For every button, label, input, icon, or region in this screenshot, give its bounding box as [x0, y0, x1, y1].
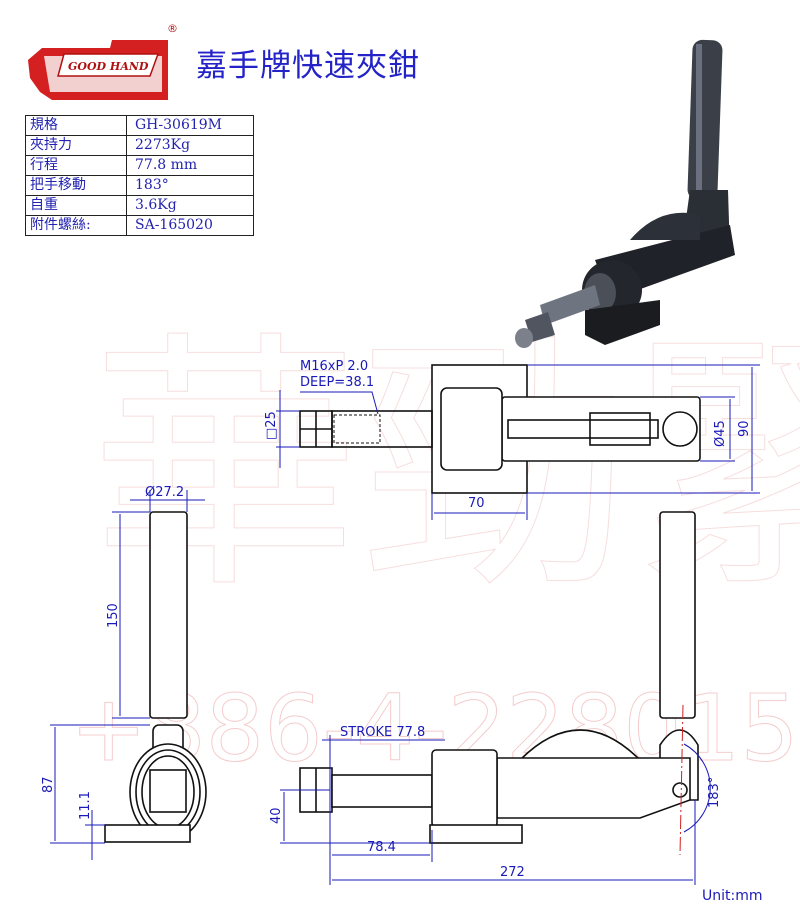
side-view — [299, 511, 699, 844]
width-70-label: 70 — [468, 496, 485, 511]
spec-value: 77.8 mm — [126, 155, 254, 176]
table-row: 附件螺絲:SA-165020 — [25, 215, 254, 236]
spec-value: 183° — [126, 175, 254, 196]
spec-value: GH-30619M — [126, 115, 254, 136]
spec-label: 把手移動 — [25, 175, 127, 196]
product-image — [515, 39, 735, 348]
spec-value: 2273Kg — [126, 135, 254, 156]
height-40-label: 40 — [269, 807, 284, 824]
height-11-label: 11.1 — [78, 791, 93, 820]
square-25-label: □25 — [264, 411, 279, 440]
registered-mark: ® — [167, 22, 178, 35]
logo-text: GOOD HAND — [68, 60, 149, 73]
width-78-label: 78.4 — [367, 840, 396, 855]
deep-label: DEEP=38.1 — [300, 375, 374, 390]
spec-value: 3.6Kg — [126, 195, 254, 216]
spec-label: 自重 — [25, 195, 127, 216]
top-view — [299, 364, 701, 494]
spec-label: 夾持力 — [25, 135, 127, 156]
good-hand-logo: GOOD HAND ® — [28, 22, 178, 100]
spec-value: SA-165020 — [126, 215, 254, 236]
page-title: 嘉手牌快速夾鉗 — [196, 48, 420, 84]
height-90-label: 90 — [737, 420, 752, 437]
front-view — [104, 511, 207, 843]
spec-label: 附件螺絲: — [25, 215, 127, 236]
dia-45-label: Ø45 — [713, 420, 728, 447]
thread-label: M16xP 2.0 — [300, 359, 368, 374]
side-view-dimensions — [280, 735, 711, 885]
stroke-label: STROKE 77.8 — [340, 725, 425, 740]
center-line — [679, 704, 684, 856]
height-87-label: 87 — [41, 776, 56, 793]
front-view-dimensions — [50, 490, 205, 860]
spec-label: 行程 — [25, 155, 127, 176]
dia-27-label: Ø27.2 — [145, 485, 184, 500]
length-272-label: 272 — [500, 865, 525, 880]
angle-183-label: 183° — [707, 777, 722, 808]
height-150-label: 150 — [106, 603, 121, 628]
unit-label: Unit:mm — [702, 888, 763, 904]
spec-label: 規格 — [25, 115, 127, 136]
top-view-dimensions — [276, 364, 760, 520]
